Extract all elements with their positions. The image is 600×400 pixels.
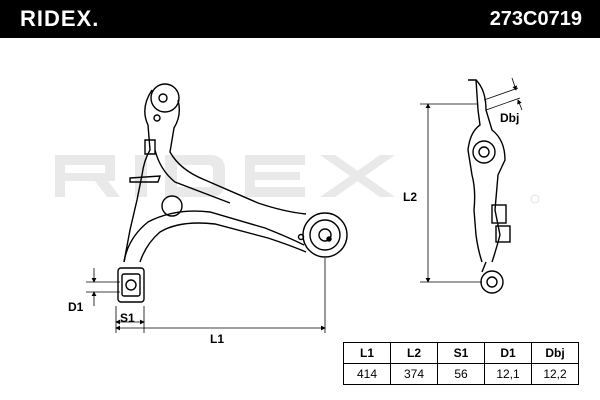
spec-value-cell: 374 — [390, 363, 438, 385]
spec-value-cell: 12,2 — [531, 363, 579, 385]
l2-label: L2 — [403, 190, 418, 204]
spec-header-cell: L2 — [390, 342, 438, 364]
spec-value-cell: 12,1 — [484, 363, 532, 385]
control-arm-front-view — [117, 83, 348, 303]
spec-header-cell: L1 — [343, 342, 391, 364]
spec-value-cell: 56 — [437, 363, 485, 385]
spec-table-header-row: L1 L2 S1 D1 Dbj — [343, 342, 579, 364]
d1-label: D1 — [68, 300, 84, 314]
main-view-dimensions — [86, 258, 326, 333]
part-number: 273C0719 — [489, 8, 582, 30]
spec-header-cell: Dbj — [531, 342, 579, 364]
spec-header-cell: D1 — [484, 342, 532, 364]
spec-table: L1 L2 S1 D1 Dbj 414 374 56 12,1 12,2 — [343, 342, 579, 385]
side-view-dimensions — [420, 77, 523, 283]
s1-label: S1 — [120, 311, 135, 325]
brand-logo: RIDEX. — [20, 6, 100, 31]
spec-header-cell: S1 — [437, 342, 485, 364]
diagram-drawing — [86, 77, 523, 333]
dbj-label: Dbj — [500, 111, 520, 125]
l1-label: L1 — [210, 332, 225, 346]
spec-value-cell: 414 — [343, 363, 391, 385]
spec-table-value-row: 414 374 56 12,1 12,2 — [343, 363, 579, 385]
header-bar: RIDEX. 273C0719 — [0, 0, 600, 38]
